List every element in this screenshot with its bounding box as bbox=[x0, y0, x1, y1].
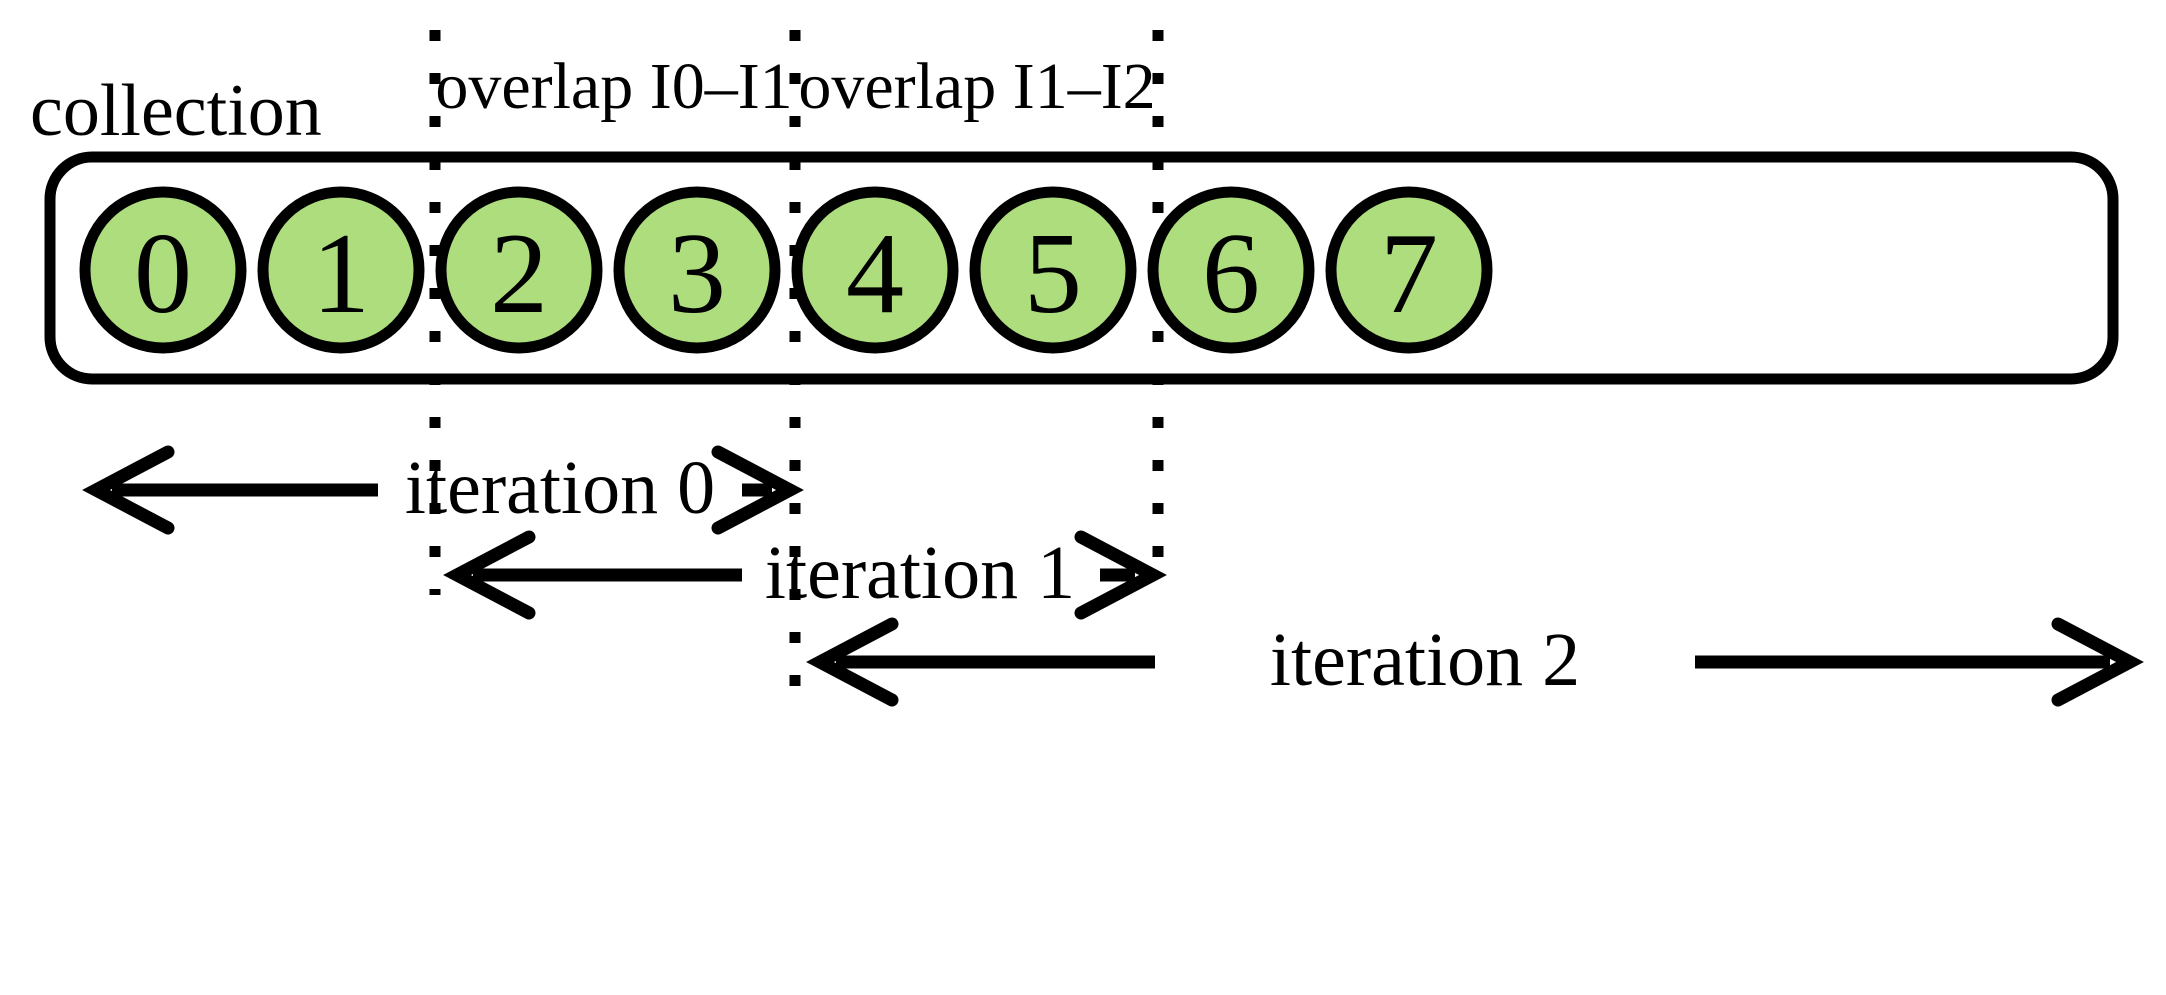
divider-lines bbox=[429, 30, 1164, 690]
iteration-1-arrowhead-left bbox=[443, 530, 536, 620]
node-label-3: 3 bbox=[668, 210, 726, 338]
iteration-0-arrowhead-left bbox=[82, 445, 175, 535]
node-label-0: 0 bbox=[134, 210, 192, 338]
iteration-0-label: iteration 0 bbox=[405, 446, 715, 530]
overlap-label-0: overlap I0–I1 bbox=[435, 50, 792, 123]
node-4[interactable]: 4 bbox=[791, 186, 959, 354]
node-5[interactable]: 5 bbox=[969, 186, 1137, 354]
node-circle-7[interactable] bbox=[1325, 186, 1493, 354]
node-1[interactable]: 1 bbox=[257, 186, 425, 354]
node-7[interactable]: 7 bbox=[1325, 186, 1493, 354]
iteration-0-arrowhead-right bbox=[711, 445, 804, 535]
node-label-5: 5 bbox=[1024, 210, 1082, 338]
node-circle-3[interactable] bbox=[613, 186, 781, 354]
node-0[interactable]: 0 bbox=[79, 186, 247, 354]
iteration-2-arrowhead-right bbox=[2051, 617, 2144, 707]
node-label-1: 1 bbox=[312, 210, 370, 338]
collection-caption: collection bbox=[30, 70, 322, 152]
node-label-7: 7 bbox=[1380, 210, 1438, 338]
node-circle-2[interactable] bbox=[435, 186, 603, 354]
node-label-2: 2 bbox=[490, 210, 548, 338]
iteration-span-1: iteration 1 bbox=[443, 530, 1167, 620]
iteration-1-label: iteration 1 bbox=[765, 531, 1075, 615]
iteration-span-2: iteration 2 bbox=[806, 617, 2144, 707]
collection-nodes: 0 1 2 3 4 5 6 bbox=[79, 186, 1493, 354]
overlap-label-1: overlap I1–I2 bbox=[798, 50, 1155, 123]
node-label-6: 6 bbox=[1202, 210, 1260, 338]
iteration-1-arrowhead-right bbox=[1074, 530, 1167, 620]
node-3[interactable]: 3 bbox=[613, 186, 781, 354]
node-circle-4[interactable] bbox=[791, 186, 959, 354]
iteration-span-0: iteration 0 bbox=[82, 445, 804, 535]
node-6[interactable]: 6 bbox=[1147, 186, 1315, 354]
node-circle-5[interactable] bbox=[969, 186, 1137, 354]
iteration-2-label: iteration 2 bbox=[1270, 618, 1580, 702]
node-circle-1[interactable] bbox=[257, 186, 425, 354]
node-2[interactable]: 2 bbox=[435, 186, 603, 354]
node-circle-0[interactable] bbox=[79, 186, 247, 354]
node-label-4: 4 bbox=[846, 210, 904, 338]
overlap-labels: overlap I0–I1 overlap I1–I2 bbox=[435, 50, 1155, 123]
node-circle-6[interactable] bbox=[1147, 186, 1315, 354]
iteration-2-arrowhead-left bbox=[806, 617, 899, 707]
collection-box bbox=[44, 151, 2119, 385]
